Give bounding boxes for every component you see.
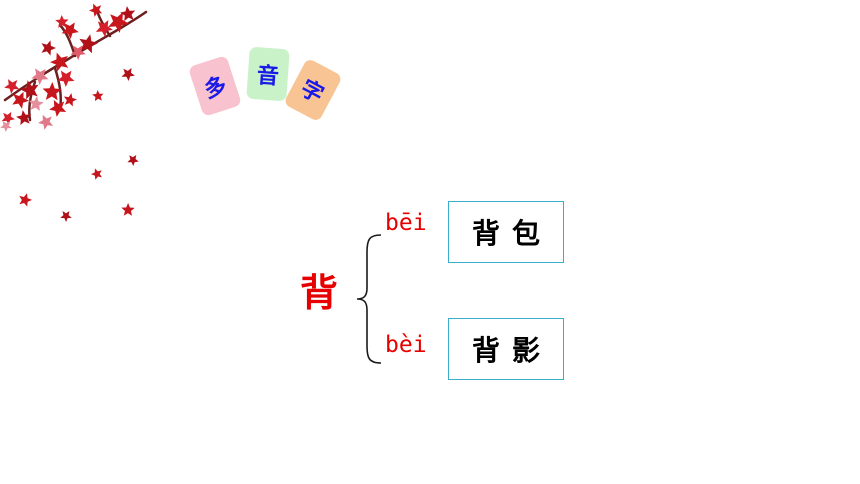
word-text: 背包	[471, 217, 552, 250]
maple-leaf-icon	[70, 45, 86, 61]
maple-leaf-icon	[12, 91, 30, 109]
maple-leaf-icon	[38, 114, 54, 130]
maple-leaf-icon	[1, 111, 15, 125]
title-card-label: 字	[296, 75, 328, 109]
maple-leaf-icon	[95, 20, 113, 37]
maple-leaf-icon	[63, 93, 78, 107]
maple-leaf-icon	[4, 79, 20, 94]
maple-leaf-icon	[90, 168, 102, 180]
maple-branch-decoration	[0, 3, 148, 223]
main-character: 背	[300, 271, 339, 315]
maple-leaf-icon	[60, 211, 72, 223]
title-card-duo: 多	[187, 55, 243, 117]
maple-leaf-icon	[92, 90, 104, 102]
word-text: 背影	[471, 334, 552, 367]
maple-leaf-icon	[88, 3, 103, 17]
maple-leaf-icon	[57, 70, 75, 88]
title-card-zi: 字	[283, 57, 343, 123]
maple-leaf-icon	[20, 80, 39, 100]
pinyin-reading-1: bēi	[385, 210, 427, 236]
maple-leaf-icon	[42, 82, 62, 101]
maple-leaf-icon	[121, 67, 135, 81]
maple-leaf-icon	[19, 193, 33, 207]
pinyin-reading-2: bèi	[385, 332, 427, 358]
maple-leaf-icon	[41, 40, 57, 56]
maple-leaf-icon	[0, 120, 12, 133]
title-card-label: 音	[255, 63, 280, 90]
maple-leaf-icon	[16, 110, 32, 126]
title-card-label: 多	[201, 73, 231, 104]
maple-leaf-icon	[121, 203, 135, 216]
maple-leaf-icon	[28, 96, 44, 112]
maple-leaf-icon	[31, 68, 49, 86]
word-box-1: 背包	[448, 201, 564, 263]
curly-brace	[356, 234, 382, 364]
maple-leaf-icon	[49, 100, 67, 117]
word-box-2: 背影	[448, 318, 564, 380]
maple-leaf-icon	[120, 6, 136, 22]
maple-leaf-icon	[50, 52, 69, 72]
maple-leaf-icon	[108, 12, 129, 33]
maple-leaf-icon	[55, 15, 69, 28]
title-card-yin: 音	[246, 46, 290, 102]
maple-leaf-icon	[79, 34, 98, 54]
maple-leaf-icon	[127, 154, 139, 167]
